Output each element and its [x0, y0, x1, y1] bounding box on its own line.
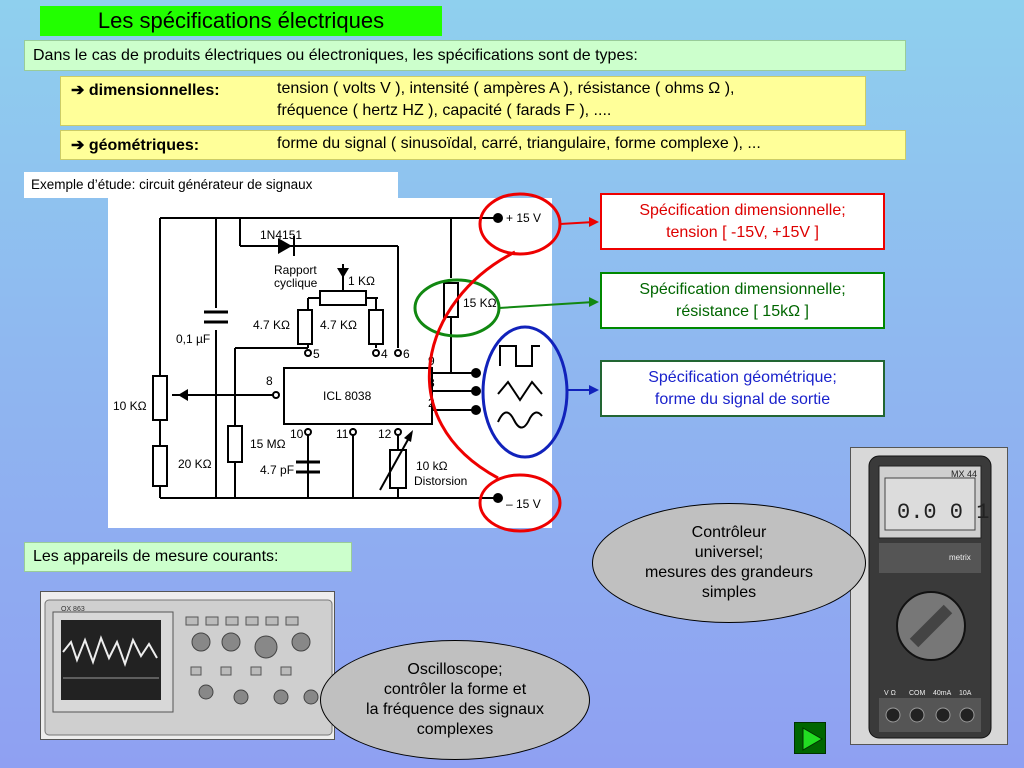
pin-3-label: 3 — [428, 376, 435, 390]
multimeter-display: 0.0 0 1 — [897, 500, 989, 525]
arrow-green-connector — [498, 301, 595, 309]
red-link-curve — [428, 250, 516, 480]
mm-label-40ma: 40mA — [933, 690, 952, 697]
spec-dimensional-label: ➔ dimensionnelles: — [71, 82, 220, 99]
ellipse-waveforms — [481, 325, 569, 459]
next-slide-button[interactable] — [794, 722, 826, 754]
arrow-red-connector — [559, 221, 595, 225]
ellipse-minus15 — [478, 473, 562, 533]
multimeter-brand: metrix — [949, 553, 971, 562]
minus15-label: – 15 V — [506, 497, 541, 511]
oscilloscope-photo: OX 863 — [40, 591, 335, 740]
mm-label-com: COM — [909, 690, 926, 697]
ellipse-plus15 — [478, 192, 562, 256]
spec-box-resistance: Spécification dimensionnelle; résistance… — [600, 272, 885, 329]
pin-11-label: 11 — [336, 427, 349, 441]
spec-box-voltage: Spécification dimensionnelle; tension [ … — [600, 193, 885, 250]
arrow-blue-head-icon — [589, 385, 599, 395]
pin-6-label: 6 — [403, 347, 410, 361]
pin-5-label: 5 — [313, 347, 320, 361]
arrow-red-head-icon — [589, 217, 599, 227]
arrow-green-head-icon — [589, 297, 599, 307]
diode-label: 1N4151 — [260, 228, 302, 242]
multimeter-illustration: MX 44 0.0 0 1 metrix V Ω COM 40mA 10A — [868, 455, 992, 739]
arrow-right-icon: ➔ — [71, 82, 85, 99]
pin-4-label: 4 — [381, 347, 388, 361]
devices-label: Les appareils de mesure courants: — [24, 542, 352, 572]
r15m-label: 15 MΩ — [250, 437, 286, 451]
pin-8-label: 8 — [266, 374, 273, 388]
intro-text: Dans le cas de produits électriques ou é… — [24, 40, 906, 71]
pin-12-label: 12 — [378, 427, 392, 441]
rapport-label-2: cyclique — [274, 276, 318, 290]
r10k-dist-label: 10 kΩ — [416, 459, 448, 473]
circuit-schematic: 1N4151 Rapport cyclique 1 KΩ 4.7 KΩ 4.7 … — [113, 211, 543, 511]
chip-label: ICL 8038 — [323, 389, 372, 403]
spec-geometric: ➔ géométriques: forme du signal ( sinuso… — [60, 130, 906, 160]
example-label: Exemple d’étude: circuit générateur de s… — [24, 172, 398, 198]
r47b-label: 4.7 KΩ — [320, 318, 357, 332]
r10k-label: 10 KΩ — [113, 399, 147, 413]
spec-geometric-label: ➔ géométriques: — [71, 137, 200, 154]
oscilloscope-callout: Oscilloscope; contrôler la forme et la f… — [320, 640, 590, 760]
spec-dimensional-line2: fréquence ( hertz HZ ), capacité ( farad… — [277, 102, 612, 119]
spec-box-waveform: Spécification géométrique; forme du sign… — [600, 360, 885, 417]
r47a-label: 4.7 KΩ — [253, 318, 290, 332]
spec-geometric-text: forme du signal ( sinusoïdal, carré, tri… — [277, 135, 761, 152]
slide-title: Les spécifications électriques — [40, 6, 442, 36]
oscilloscope-model: OX 863 — [61, 606, 85, 613]
rapport-label-1: Rapport — [274, 263, 317, 277]
r20k-label: 20 KΩ — [178, 457, 212, 471]
cap01-label: 0,1 µF — [176, 332, 210, 346]
play-arrow-icon — [802, 727, 823, 751]
plus15-label: + 15 V — [506, 211, 541, 225]
arrow-right-icon: ➔ — [71, 137, 85, 154]
multimeter-model: MX 44 — [951, 469, 977, 479]
spec-dimensional-line1: tension ( volts V ), intensité ( ampères… — [277, 80, 735, 97]
multimeter-callout: Contrôleur universel; mesures des grande… — [592, 503, 866, 623]
r1k-label: 1 KΩ — [348, 274, 375, 288]
oscilloscope-illustration: OX 863 — [44, 599, 333, 736]
mm-label-10a: 10A — [959, 690, 972, 697]
cap47-label: 4.7 pF — [260, 463, 294, 477]
ellipse-15k — [413, 278, 501, 338]
r15k-label: 15 KΩ — [463, 296, 497, 310]
spec-dimensional: ➔ dimensionnelles: tension ( volts V ), … — [60, 76, 866, 126]
pin-10-label: 10 — [290, 427, 304, 441]
multimeter-photo: MX 44 0.0 0 1 metrix V Ω COM 40mA 10A — [850, 447, 1008, 745]
distorsion-label: Distorsion — [414, 474, 467, 488]
circuit-diagram: 1N4151 Rapport cyclique 1 KΩ 4.7 KΩ 4.7 … — [108, 198, 552, 528]
mm-label-v: V Ω — [884, 690, 896, 697]
